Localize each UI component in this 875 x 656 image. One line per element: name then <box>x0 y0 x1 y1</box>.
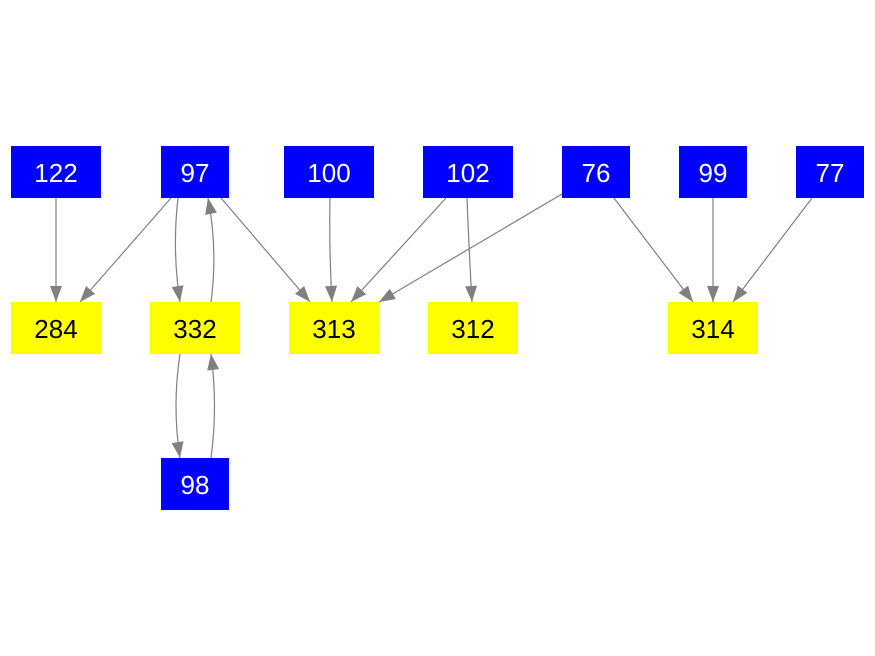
arrowhead <box>678 285 693 302</box>
node-label: 99 <box>699 158 728 188</box>
node-box <box>161 458 229 510</box>
node-box <box>11 146 101 198</box>
edge-122-to-284 <box>50 198 62 302</box>
arrowhead <box>707 286 719 302</box>
node-box <box>284 146 374 198</box>
node-box <box>289 302 379 354</box>
edge-line <box>378 193 563 303</box>
node-label: 284 <box>34 314 77 344</box>
arrowhead <box>80 286 96 302</box>
edge-97-to-332 <box>171 197 184 303</box>
node-label: 314 <box>691 314 734 344</box>
node-box <box>161 146 229 198</box>
arrowhead <box>171 285 184 302</box>
node-100: 100 <box>284 146 374 198</box>
edge-97-to-284 <box>79 197 172 303</box>
arrowhead <box>351 286 367 302</box>
edge-98-to-332 <box>207 353 220 459</box>
edge-97-to-313 <box>220 197 311 303</box>
node-313: 313 <box>289 302 379 354</box>
node-label: 312 <box>451 314 494 344</box>
edge-line <box>350 197 447 303</box>
edge-102-to-312 <box>465 197 478 303</box>
node-label: 77 <box>816 158 845 188</box>
node-102: 102 <box>423 146 513 198</box>
node-box <box>11 302 101 354</box>
node-97: 97 <box>161 146 229 198</box>
node-284: 284 <box>11 302 101 354</box>
edge-332-to-98 <box>171 353 184 459</box>
edge-99-to-314 <box>707 198 719 302</box>
edge-line <box>79 197 172 303</box>
node-314: 314 <box>668 302 758 354</box>
node-box <box>423 146 513 198</box>
arrowhead <box>50 286 62 302</box>
arrowhead <box>207 354 220 371</box>
node-label: 122 <box>34 158 77 188</box>
edge-76-to-314 <box>613 197 694 303</box>
arrowhead <box>295 285 310 302</box>
edge-line <box>613 197 694 303</box>
nodes-layer: 122 97 100 102 76 99 77 284 332 313 312 314 98 <box>11 146 864 510</box>
arrowhead <box>379 288 396 302</box>
node-label: 98 <box>181 470 210 500</box>
node-label: 102 <box>446 158 489 188</box>
arrowhead <box>465 285 478 302</box>
node-332: 332 <box>150 302 240 354</box>
edge-77-to-314 <box>732 197 813 303</box>
edges-layer <box>50 193 813 459</box>
arrowhead <box>171 441 184 458</box>
node-77: 77 <box>796 146 864 198</box>
node-box <box>428 302 518 354</box>
node-label: 313 <box>312 314 355 344</box>
arrowhead <box>325 285 338 302</box>
edge-102-to-313 <box>350 197 447 303</box>
node-99: 99 <box>679 146 747 198</box>
arrowhead <box>205 198 217 215</box>
node-label: 100 <box>307 158 350 188</box>
node-box <box>796 146 864 198</box>
node-box <box>679 146 747 198</box>
node-box <box>150 302 240 354</box>
node-box <box>668 302 758 354</box>
node-label: 76 <box>582 158 611 188</box>
edge-line <box>732 197 813 303</box>
edge-line <box>220 197 311 303</box>
node-label: 97 <box>181 158 210 188</box>
node-98: 98 <box>161 458 229 510</box>
node-76: 76 <box>562 146 630 198</box>
arrowhead <box>733 285 748 302</box>
edge-76-to-313 <box>378 193 563 303</box>
edge-100-to-313 <box>325 197 338 303</box>
node-312: 312 <box>428 302 518 354</box>
node-label: 332 <box>173 314 216 344</box>
edge-332-to-97 <box>205 197 217 303</box>
node-box <box>562 146 630 198</box>
node-122: 122 <box>11 146 101 198</box>
